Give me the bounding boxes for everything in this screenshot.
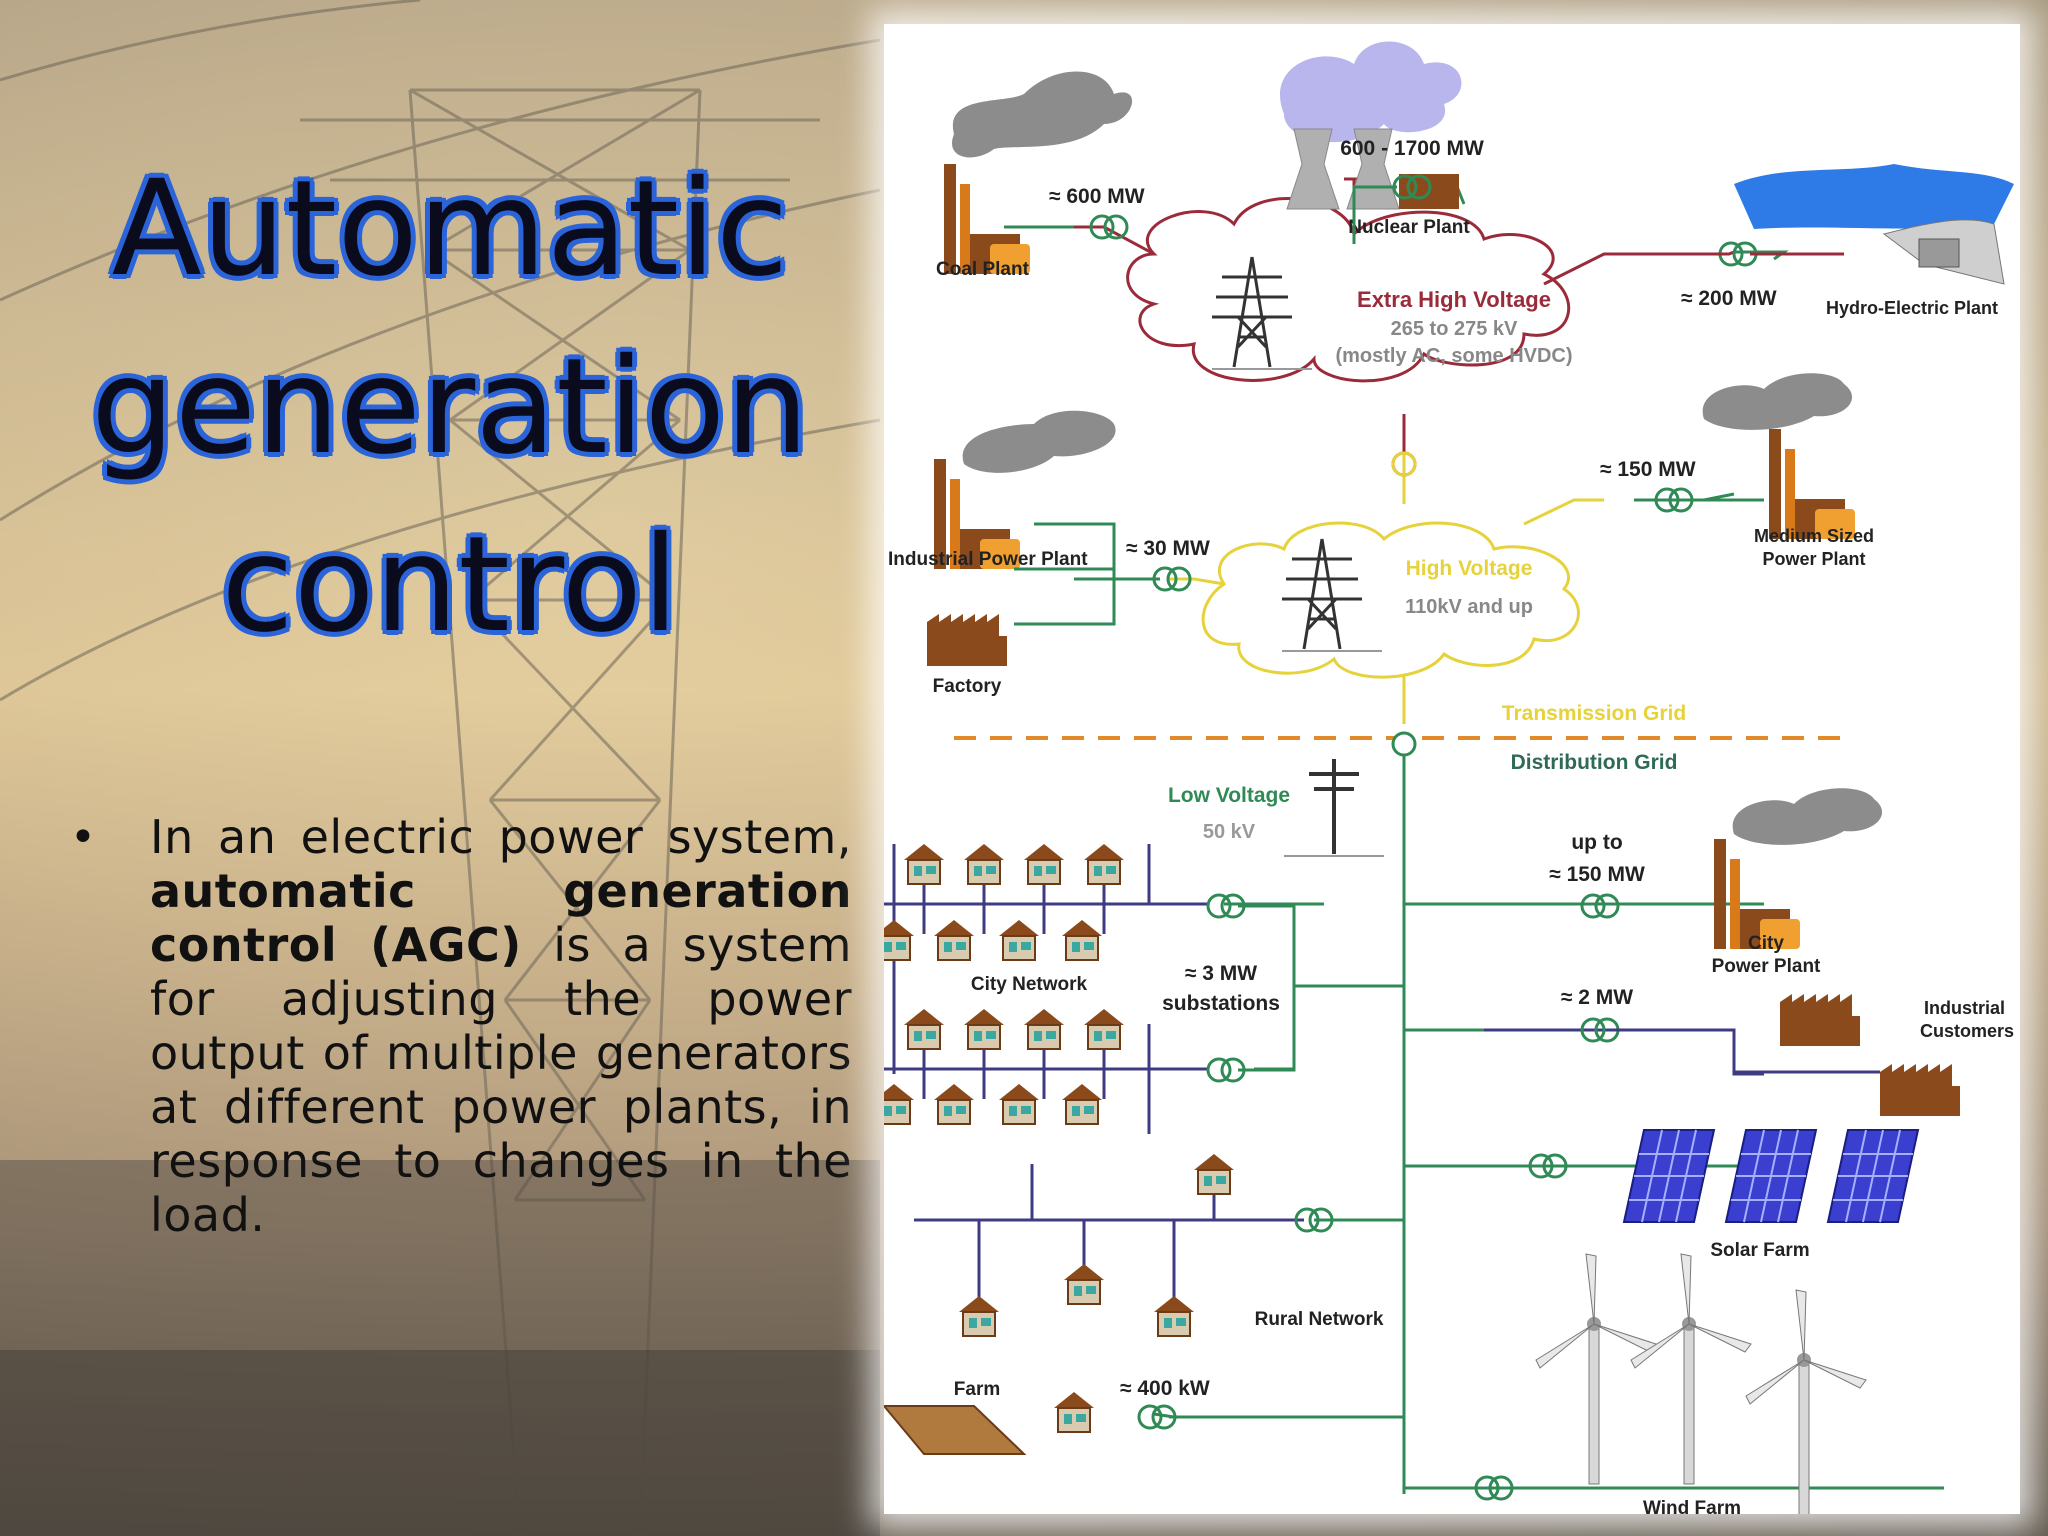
farm-label: Farm bbox=[954, 1379, 1000, 1400]
hv-cloud bbox=[1201, 521, 1580, 679]
city-house-5-icon bbox=[884, 919, 915, 961]
hydro-power: ≈ 200 MW bbox=[1681, 287, 1777, 310]
city-house-7-icon bbox=[998, 919, 1040, 961]
bullet-text-bold: automatic generation control (AGC) bbox=[150, 864, 852, 972]
hydro-label: Hydro-Electric Plant bbox=[1826, 298, 1998, 318]
cooling-tower-1-icon bbox=[1286, 128, 1340, 210]
city-substation-label: substations bbox=[1162, 992, 1280, 1015]
utility-pole-icon bbox=[1309, 759, 1359, 854]
bullet-dot-icon: • bbox=[70, 812, 96, 863]
hv-title: High Voltage bbox=[1406, 557, 1533, 580]
nuclear-label: Nuclear Plant bbox=[1348, 217, 1470, 238]
city-house-4-icon bbox=[1083, 843, 1125, 885]
solar-panel-1-icon bbox=[1623, 1129, 1715, 1223]
coal-label: Coal Plant bbox=[936, 259, 1030, 280]
coal-smoke-icon bbox=[952, 71, 1133, 158]
slide-title: Automatic generation control bbox=[40, 140, 860, 674]
city-house-12-icon bbox=[1083, 1008, 1125, 1050]
industrial-feeder bbox=[1014, 567, 1160, 626]
distribution-grid-label: Distribution Grid bbox=[1511, 751, 1678, 774]
wind-turbine-2-icon bbox=[1630, 1253, 1752, 1485]
city-plant-label-2: Power Plant bbox=[1712, 956, 1821, 977]
farm-power: ≈ 400 kW bbox=[1120, 1377, 1210, 1400]
industrial-customer-factory-1-icon bbox=[1780, 994, 1860, 1046]
title-line-1: Automatic bbox=[111, 152, 789, 306]
low-voltage-value: 50 kV bbox=[1203, 821, 1256, 843]
nuclear-power: 600 - 1700 MW bbox=[1340, 137, 1484, 160]
hv-voltage: 110kV and up bbox=[1405, 596, 1533, 618]
factory-icon bbox=[927, 614, 1007, 666]
medium-label-1: Medium Sized bbox=[1754, 526, 1874, 546]
city-plant-power-2: ≈ 150 MW bbox=[1549, 863, 1645, 886]
city-plant-smoke-icon bbox=[1732, 788, 1883, 845]
rural-network-label: Rural Network bbox=[1255, 1309, 1384, 1330]
industrial-customer-factory-2-icon bbox=[1880, 1064, 1960, 1116]
city-house-8-icon bbox=[1061, 919, 1103, 961]
solar-panel-3-icon bbox=[1827, 1129, 1919, 1223]
farm-house-icon bbox=[1053, 1391, 1095, 1433]
reservoir-icon bbox=[1734, 164, 2014, 229]
industrial-plant-label: Industrial Power Plant bbox=[888, 549, 1088, 570]
solar-farm-label: Solar Farm bbox=[1710, 1240, 1809, 1261]
bullet-text-part2: is a system for adjusting the power outp… bbox=[150, 918, 852, 1242]
city-network-label: City Network bbox=[971, 974, 1088, 995]
factory-label: Factory bbox=[933, 676, 1002, 697]
rural-house-1-icon bbox=[1193, 1153, 1235, 1195]
city-plant-label-1: City bbox=[1748, 933, 1784, 954]
hv-top-transformer-icon bbox=[1391, 451, 1417, 477]
bullet-text-part1: In an electric power system, bbox=[150, 810, 852, 864]
low-voltage-title: Low Voltage bbox=[1168, 784, 1290, 807]
city-house-13-icon bbox=[884, 1083, 915, 1125]
city-house-6-icon bbox=[933, 919, 975, 961]
wind-turbine-1-icon bbox=[1535, 1253, 1657, 1485]
powerhouse-icon bbox=[1918, 238, 1960, 268]
city-house-15-icon bbox=[998, 1083, 1040, 1125]
nuclear-steam-icon bbox=[1280, 41, 1462, 143]
rural-house-2-icon bbox=[1063, 1263, 1105, 1305]
city-plant-power-1: up to bbox=[1571, 831, 1622, 854]
power-grid-diagram: Extra High Voltage 265 to 275 kV (mostly… bbox=[884, 41, 2014, 1514]
transmission-grid-label: Transmission Grid bbox=[1502, 702, 1686, 725]
medium-power: ≈ 150 MW bbox=[1600, 458, 1696, 481]
ehv-note: (mostly AC, some HVDC) bbox=[1335, 345, 1572, 367]
city-house-9-icon bbox=[903, 1008, 945, 1050]
industrial-customer-label-2: Customers bbox=[1920, 1021, 2014, 1041]
city-plant-transformer-icon bbox=[1580, 893, 1620, 919]
industrial-power: ≈ 30 MW bbox=[1126, 537, 1210, 560]
industrial-customer-label-1: Industrial bbox=[1924, 998, 2005, 1018]
city-house-2-icon bbox=[963, 843, 1005, 885]
rural-house-4-icon bbox=[958, 1295, 1000, 1337]
medium-plant-icon bbox=[1769, 429, 1855, 539]
city-house-14-icon bbox=[933, 1083, 975, 1125]
solar-panel-2-icon bbox=[1725, 1129, 1817, 1223]
wind-turbine-3-icon bbox=[1745, 1289, 1867, 1514]
city-house-1-icon bbox=[903, 843, 945, 885]
title-line-2: generation bbox=[91, 330, 809, 484]
city-feeder bbox=[1238, 904, 1404, 1072]
coal-power: ≈ 600 MW bbox=[1049, 185, 1145, 208]
hydro-feeder bbox=[1543, 252, 1844, 286]
low-voltage-lines bbox=[884, 844, 1764, 1304]
city-house-16-icon bbox=[1061, 1083, 1103, 1125]
title-line-3: control bbox=[221, 508, 679, 662]
ehv-title: Extra High Voltage bbox=[1357, 287, 1551, 312]
wind-farm-label: Wind Farm bbox=[1643, 1498, 1741, 1514]
city-substation-power: ≈ 3 MW bbox=[1185, 962, 1257, 985]
city-house-3-icon bbox=[1023, 843, 1065, 885]
nuclear-feeder bbox=[1352, 185, 1397, 244]
farm-field-icon bbox=[884, 1405, 1027, 1455]
medium-label-2: Power Plant bbox=[1762, 549, 1865, 569]
grid-transformer-icon bbox=[1391, 731, 1417, 757]
rural-house-3-icon bbox=[1153, 1295, 1195, 1337]
industrial-customer-feeder bbox=[1612, 1028, 1880, 1074]
ehv-voltage: 265 to 275 kV bbox=[1391, 318, 1518, 340]
industrial-customer-power: ≈ 2 MW bbox=[1561, 986, 1633, 1009]
medium-smoke-icon bbox=[1702, 373, 1853, 430]
coal-plant-icon bbox=[944, 164, 1030, 274]
industrial-smoke-icon bbox=[962, 410, 1116, 473]
bullet-text: In an electric power system, automatic g… bbox=[150, 810, 852, 1242]
city-house-11-icon bbox=[1023, 1008, 1065, 1050]
city-house-10-icon bbox=[963, 1008, 1005, 1050]
